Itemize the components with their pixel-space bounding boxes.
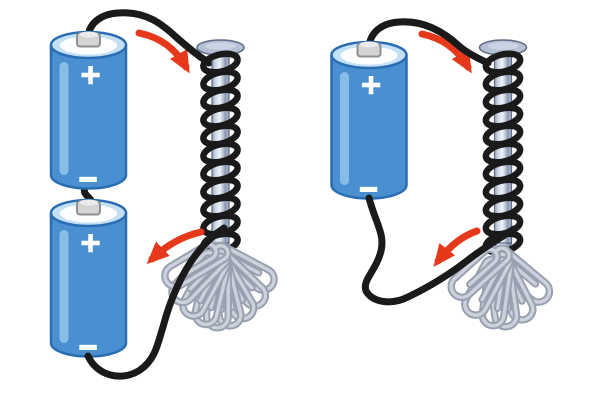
battery-3-negative-label: − — [358, 175, 378, 203]
setup-two-batteries: + − + − — [49, 9, 278, 380]
current-arrow-bottom-left — [146, 228, 205, 265]
wire-battery1-to-nail — [84, 9, 213, 67]
battery-2-positive-label: + — [79, 228, 102, 259]
battery-3-positive-label: + — [360, 70, 383, 101]
current-arrow-bottom-right — [433, 227, 481, 267]
wire-nail-to-battery3 — [361, 194, 518, 306]
battery-2-negative-label: − — [78, 333, 98, 361]
battery-1-positive-label: + — [79, 60, 102, 91]
current-arrow-top-left — [135, 29, 190, 74]
current-arrow-top-right — [418, 30, 472, 74]
wire-nail-to-battery2 — [84, 224, 228, 380]
wire-battery3-to-nail — [365, 18, 492, 67]
battery-1-negative-label: − — [78, 165, 98, 193]
paperclip-cluster-right — [447, 240, 554, 328]
setup-one-battery: + − — [330, 18, 554, 328]
